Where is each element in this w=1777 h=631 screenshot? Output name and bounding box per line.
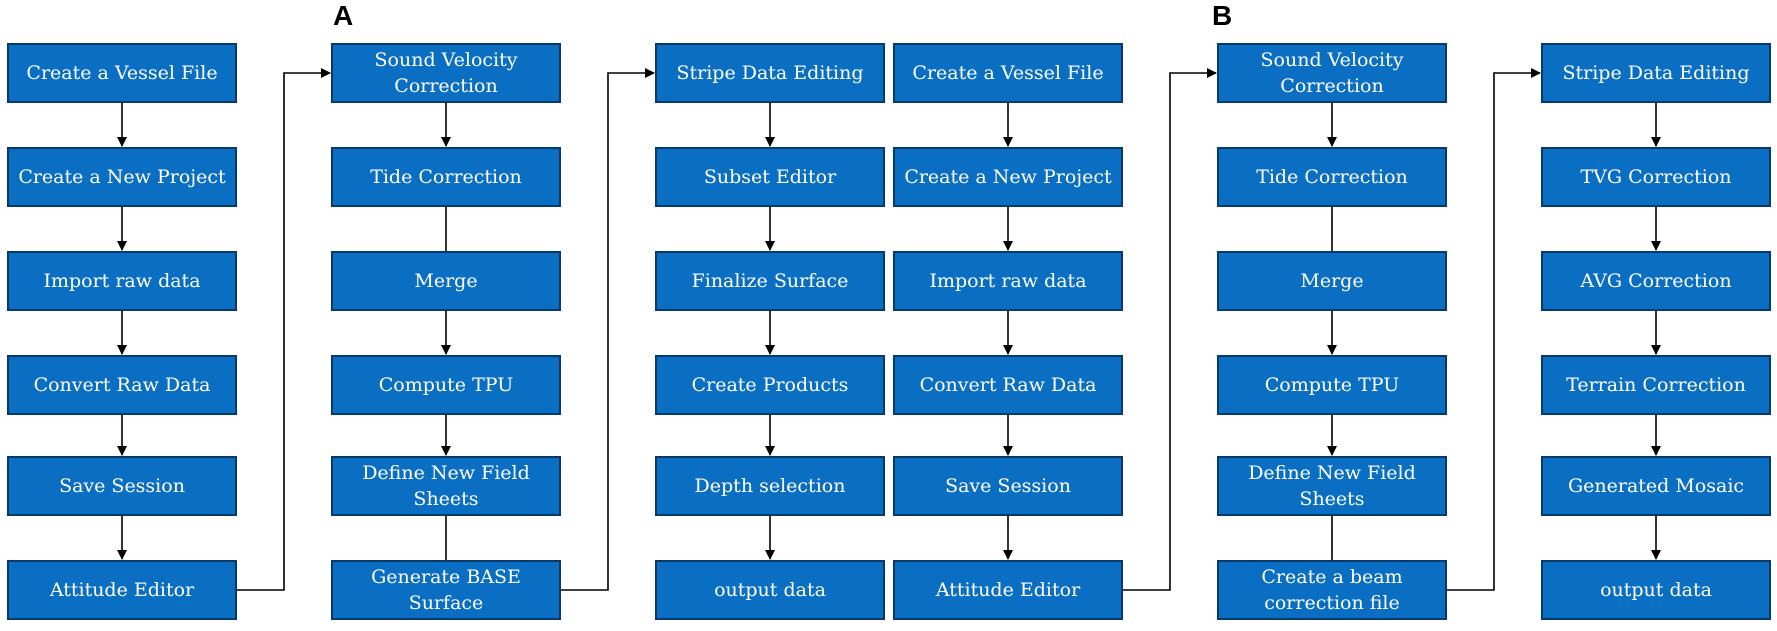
a-col1-step6: Attitude Editor [7, 560, 237, 620]
b-col3-step4: Terrain Correction [1541, 355, 1771, 415]
b-col1-step6: Attitude Editor [893, 560, 1123, 620]
b-col2-step1: Sound Velocity Correction [1217, 43, 1447, 103]
b-col2-step6: Create a beam correction file [1217, 560, 1447, 620]
b-col3-step6: output data [1541, 560, 1771, 620]
b-col1-step2: Create a New Project [893, 147, 1123, 207]
a-col2-step3: Merge [331, 251, 561, 311]
panel-label-b: B [1212, 0, 1233, 31]
a-col3-step4: Create Products [655, 355, 885, 415]
a-link-col2-to-col3 [561, 68, 655, 591]
a-col1-step3: Import raw data [7, 251, 237, 311]
b-link-col2-to-col3 [1447, 68, 1541, 591]
b-col1-step1: Create a Vessel File [893, 43, 1123, 103]
a-col2-step2: Tide Correction [331, 147, 561, 207]
a-col3-step3: Finalize Surface [655, 251, 885, 311]
b-col3-step2: TVG Correction [1541, 147, 1771, 207]
b-col3-step5: Generated Mosaic [1541, 456, 1771, 516]
a-link-col1-to-col2 [237, 68, 331, 591]
a-col2-step6: Generate BASE Surface [331, 560, 561, 620]
b-col3-step1: Stripe Data Editing [1541, 43, 1771, 103]
b-col1-step4: Convert Raw Data [893, 355, 1123, 415]
b-link-col1-to-col2 [1123, 68, 1217, 591]
b-col2-step4: Compute TPU [1217, 355, 1447, 415]
a-col1-step4: Convert Raw Data [7, 355, 237, 415]
a-col3-step2: Subset Editor [655, 147, 885, 207]
b-col1-step5: Save Session [893, 456, 1123, 516]
b-col2-step3: Merge [1217, 251, 1447, 311]
a-col1-step2: Create a New Project [7, 147, 237, 207]
panel-label-a: A [333, 0, 354, 31]
a-col3-step6: output data [655, 560, 885, 620]
a-col1-step5: Save Session [7, 456, 237, 516]
b-col1-step3: Import raw data [893, 251, 1123, 311]
a-col3-step1: Stripe Data Editing [655, 43, 885, 103]
b-col3-step3: AVG Correction [1541, 251, 1771, 311]
a-col3-step5: Depth selection [655, 456, 885, 516]
a-col1-step1: Create a Vessel File [7, 43, 237, 103]
a-col2-step4: Compute TPU [331, 355, 561, 415]
b-col2-step5: Define New Field Sheets [1217, 456, 1447, 516]
b-col2-step2: Tide Correction [1217, 147, 1447, 207]
a-col2-step1: Sound Velocity Correction [331, 43, 561, 103]
a-col2-step5: Define New Field Sheets [331, 456, 561, 516]
